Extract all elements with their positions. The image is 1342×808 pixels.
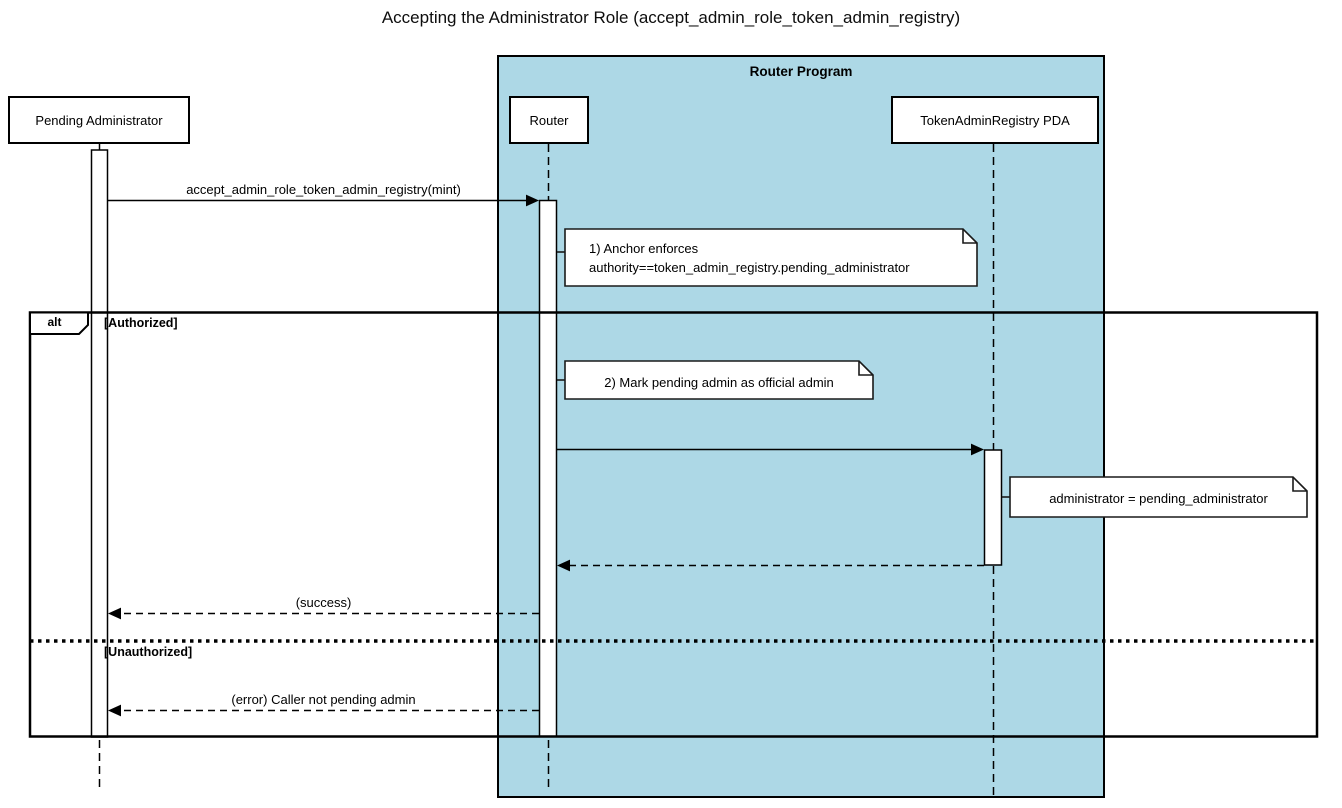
router-activation-bar	[538, 199, 558, 738]
note-mark-shape	[564, 360, 874, 400]
success-return-label: (success)	[295, 595, 352, 610]
guard-unauthorized-label: [Unauthorized]	[104, 645, 193, 659]
note-mark-text: 2) Mark pending admin as official admin	[604, 375, 834, 390]
note-anchor-text-line1: 1) Anchor enforces	[589, 241, 699, 256]
participant-pending-administrator: Pending Administrator	[8, 96, 190, 144]
participant-pending-administrator-label: Pending Administrator	[35, 112, 163, 128]
note-anchor-shape	[564, 228, 978, 287]
note-assign-text: administrator = pending_administrator	[1049, 491, 1268, 506]
note-assign-fold	[1292, 477, 1307, 492]
notes	[557, 228, 1308, 518]
alt-operator-label: alt	[47, 315, 62, 329]
guard-authorized-label: [Authorized]	[104, 316, 178, 330]
mark-admin-arrowhead	[971, 443, 984, 456]
diagram-title: Accepting the Administrator Role (accept…	[381, 8, 961, 27]
note-anchor-text: 1) Anchor enforces authority==token_admi…	[589, 239, 974, 277]
participant-router-label: Router	[529, 112, 569, 128]
lifelines	[98, 144, 995, 796]
participant-token-admin-registry-pda: TokenAdminRegistry PDA	[891, 96, 1099, 144]
registry-activation-bar	[983, 449, 1003, 566]
error-return-label: (error) Caller not pending admin	[231, 692, 416, 707]
call-arrowhead	[526, 194, 539, 207]
registry-return-arrowhead	[557, 559, 570, 572]
message-arrows	[108, 194, 984, 717]
router-program-label: Router Program	[749, 64, 853, 79]
alt-frame	[28, 311, 1319, 738]
note-anchor-text-line2: authority==token_admin_registry.pending_…	[589, 260, 910, 275]
alt-frame-border	[28, 311, 1319, 738]
note-anchor-fold	[962, 229, 977, 244]
participant-router: Router	[509, 96, 589, 144]
alt-operator-pentagon	[29, 311, 89, 335]
router-program-box	[497, 55, 1105, 798]
participant-token-admin-registry-pda-label: TokenAdminRegistry PDA	[920, 112, 1070, 128]
call-message-label: accept_admin_role_token_admin_registry(m…	[186, 182, 461, 197]
note-mark-fold	[858, 361, 873, 376]
note-assign-shape	[1009, 476, 1308, 518]
success-return-arrowhead	[108, 607, 121, 620]
error-return-arrowhead	[108, 704, 121, 717]
